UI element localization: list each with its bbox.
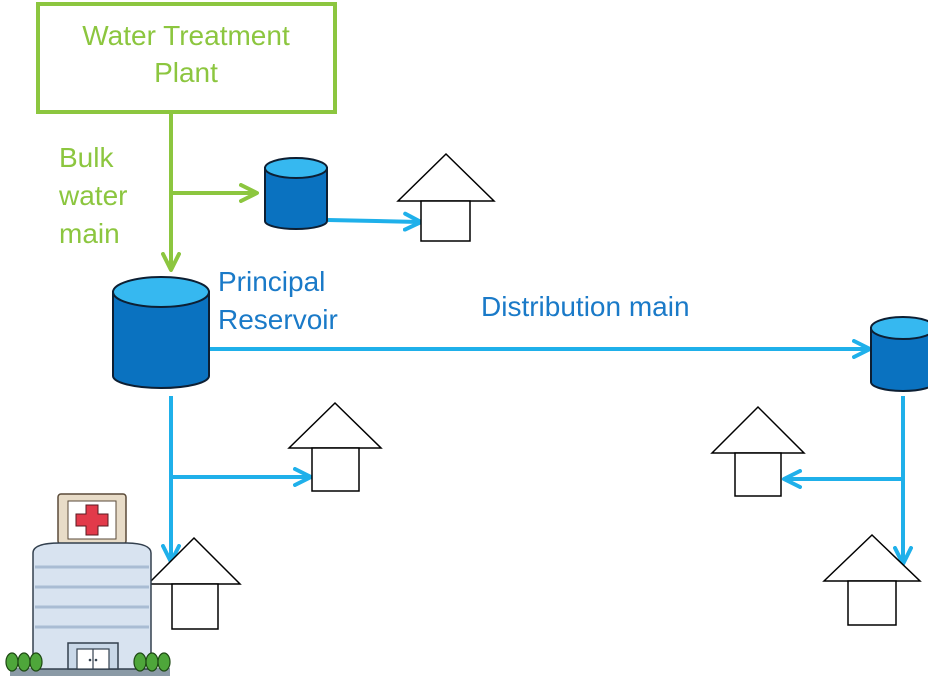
water-treatment-plant-box: Water Treatment Plant [36,2,337,114]
bulk-main-label-line-3: main [59,218,120,249]
house-icon [287,401,383,492]
plant-label-line-1: Water Treatment [82,20,290,51]
small-reservoir-icon [264,157,328,230]
bulk-main-label-line-1: Bulk [59,142,114,173]
plant-label-line-2: Plant [154,57,218,88]
hospital-cross-icon [75,504,109,536]
house-icon [822,533,922,626]
house-icon [396,152,496,242]
principal-reservoir-label-line-1: Principal [218,266,325,297]
house-icon [710,405,806,497]
principal-reservoir-icon [112,276,210,389]
hospital-building-icon [5,493,171,676]
principal-reservoir-label-line-2: Reservoir [218,304,338,335]
bulk-water-main [161,112,259,272]
right-reservoir-icon [870,316,928,392]
bulk-main-label-line-2: water [58,180,127,211]
distribution-main-label: Distribution main [481,291,690,322]
pipe-small-reservoir-to-house [327,211,423,232]
house-icon [146,536,242,630]
